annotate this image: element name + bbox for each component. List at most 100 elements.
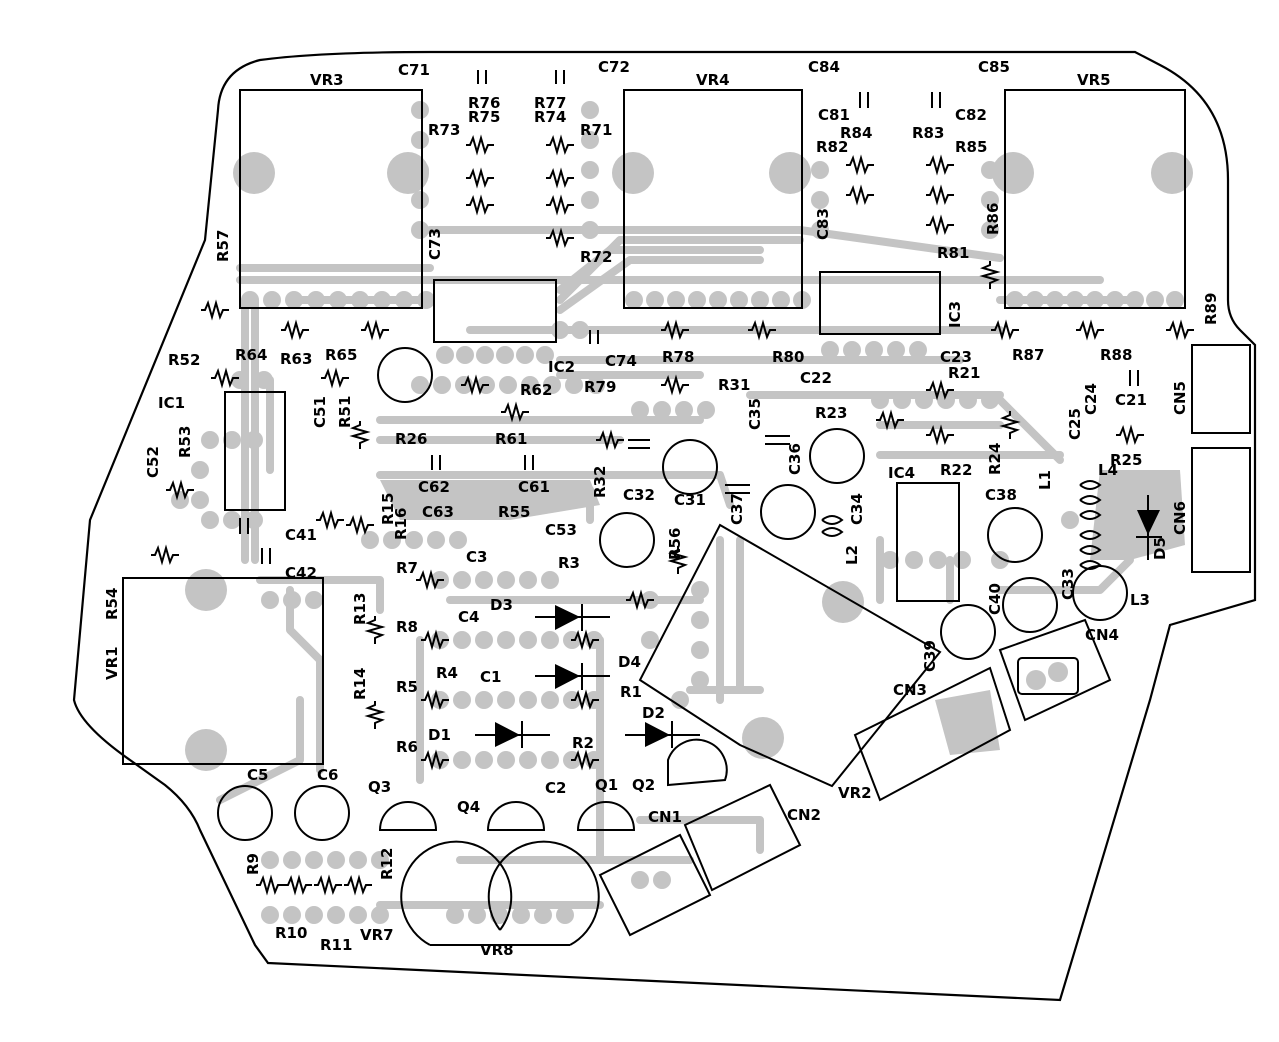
label-c31: C31 [674,491,706,509]
label-c38: C38 [985,486,1017,504]
label-q1: Q1 [595,776,618,794]
label-r71: R71 [580,121,612,139]
label-q2: Q2 [632,776,655,794]
label-c6: C6 [317,766,338,784]
label-r73: R73 [428,121,460,139]
diode-d3 [535,604,610,631]
label-r8: R8 [396,618,418,636]
label-vr3: VR3 [310,71,344,89]
copper-traces [216,226,1134,909]
label-c85: C85 [978,58,1010,76]
label-r51: R51 [336,396,354,428]
label-r31: R31 [718,376,750,394]
label-r76: R76 [468,94,500,112]
label-c4: C4 [458,608,479,626]
label-r14: R14 [351,668,369,700]
label-ic1: IC1 [158,394,185,412]
label-c63: C63 [422,503,454,521]
label-cn4: CN4 [1085,626,1119,644]
label-c83: C83 [814,208,832,240]
label-r52: R52 [168,351,200,369]
label-c23: C23 [940,348,972,366]
label-vr2: VR2 [838,784,872,802]
label-c34: C34 [848,493,866,525]
small-pads [171,101,1184,924]
label-c22: C22 [800,369,832,387]
label-ic4: IC4 [888,464,915,482]
label-r83: R83 [912,124,944,142]
label-r25: R25 [1110,451,1142,469]
label-r61: R61 [495,430,527,448]
label-c40: C40 [986,583,1004,615]
label-cn3: CN3 [893,681,927,699]
label-r24: R24 [986,443,1004,475]
label-r9: R9 [244,853,262,875]
label-c21: C21 [1115,391,1147,409]
label-c74: C74 [605,352,637,370]
label-vr1: VR1 [103,646,121,680]
label-r82: R82 [816,138,848,156]
label-l2: L2 [843,545,861,565]
label-c3: C3 [466,548,487,566]
label-c84: C84 [808,58,840,76]
label-c81: C81 [818,106,850,124]
label-r53: R53 [176,426,194,458]
label-r88: R88 [1100,346,1132,364]
capacitor-symbols [239,70,1139,564]
label-l3: L3 [1130,591,1150,609]
label-r56: R56 [666,528,684,560]
label-d4: D4 [618,653,641,671]
label-vr5: VR5 [1077,71,1111,89]
diode-d4 [535,663,610,690]
label-r62: R62 [520,381,552,399]
label-vr8: VR8 [480,941,514,959]
label-r81: R81 [937,244,969,262]
label-c41: C41 [285,526,317,544]
label-r13: R13 [351,593,369,625]
label-r21: R21 [948,364,980,382]
label-r1: R1 [620,683,642,701]
diode-d5 [1136,495,1162,560]
component-outlines [122,89,1251,937]
label-r78: R78 [662,348,694,366]
label-r7: R7 [396,559,418,577]
inductors [821,480,1102,570]
label-r77: R77 [534,94,566,112]
label-r26: R26 [395,430,427,448]
label-c32: C32 [623,486,655,504]
label-c51: C51 [311,396,329,428]
label-c37: C37 [728,493,746,525]
label-r65: R65 [325,346,357,364]
transistors-trimmers [378,738,728,946]
label-r55: R55 [498,503,530,521]
label-d2: D2 [642,704,665,722]
label-r4: R4 [436,664,458,682]
label-l1: L1 [1036,470,1054,490]
label-c52: C52 [144,446,162,478]
label-d5: D5 [1151,537,1169,560]
label-c5: C5 [247,766,268,784]
label-r72: R72 [580,248,612,266]
label-r54: R54 [103,588,121,620]
label-r85: R85 [955,138,987,156]
label-r74: R74 [534,108,566,126]
label-c1: C1 [480,668,501,686]
label-r6: R6 [396,738,418,756]
label-c39: C39 [921,640,939,672]
label-r5: R5 [396,678,418,696]
label-l4: L4 [1098,461,1118,479]
diode-d1 [475,721,550,748]
label-d3: D3 [490,596,513,614]
label-c62: C62 [418,478,450,496]
label-q4: Q4 [457,798,480,816]
label-cn2: CN2 [787,806,821,824]
label-ic3: IC3 [946,301,964,328]
label-c25: C25 [1066,408,1084,440]
label-c33: C33 [1059,568,1077,600]
label-r12: R12 [378,848,396,880]
copper-fill [380,470,1185,755]
label-r84: R84 [840,124,872,142]
label-r3: R3 [558,554,580,572]
label-c2: C2 [545,779,566,797]
